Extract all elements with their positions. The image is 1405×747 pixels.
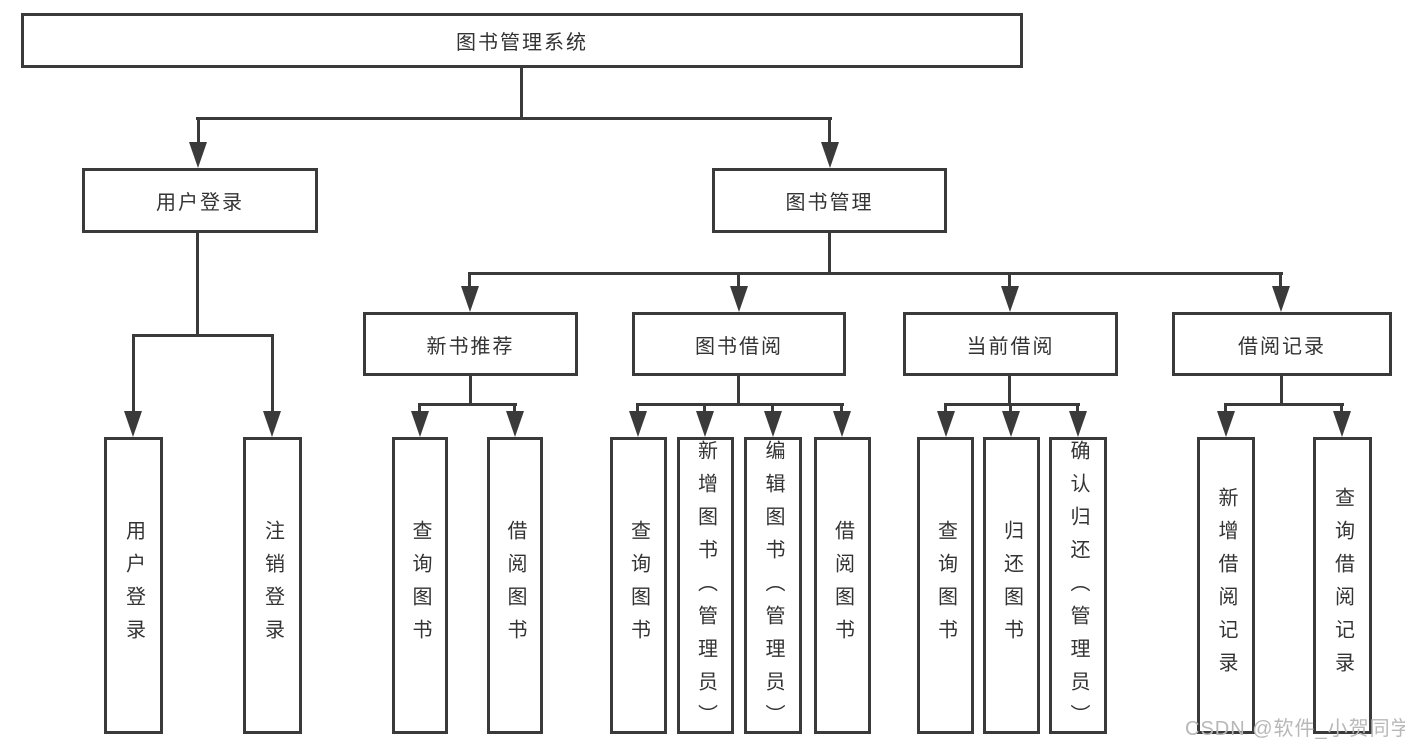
node-book-management: 图书管理 xyxy=(712,168,947,233)
connector-leaf xyxy=(840,403,843,415)
arrow-down-icon xyxy=(1217,411,1235,437)
connector-records-branch xyxy=(1225,403,1344,406)
leaf-add-borrow-record: 新增借阅记录 xyxy=(1197,437,1255,734)
connector-leaf xyxy=(418,403,421,415)
arrow-down-icon xyxy=(833,411,851,437)
connector-book-management-branch xyxy=(469,272,1283,275)
leaf-query-borrow-record: 查询借阅记录 xyxy=(1313,437,1372,734)
arrow-down-icon xyxy=(764,411,782,437)
leaf-label: 用户登录 xyxy=(122,519,145,652)
connector-leaf xyxy=(703,403,706,415)
leaf-return-books: 归还图书 xyxy=(983,437,1040,734)
leaf-logout: 注销登录 xyxy=(243,437,302,734)
arrow-down-icon xyxy=(1069,411,1087,437)
connector-leaf xyxy=(944,403,947,415)
connector-root-branch xyxy=(196,117,832,120)
leaf-label: 编辑图书（管理员） xyxy=(762,440,784,737)
arrow-down-icon xyxy=(506,411,524,437)
connector-leaf xyxy=(1076,403,1079,415)
connector-book-borrow-stub xyxy=(737,376,740,406)
connector-to-book-borrow xyxy=(737,272,740,292)
connector-leaf xyxy=(1224,403,1227,415)
connector-leaf xyxy=(1009,403,1012,415)
connector-current-borrow-branch xyxy=(945,403,1080,406)
connector-to-user-login xyxy=(197,117,200,147)
node-new-book-recommend: 新书推荐 xyxy=(363,312,578,376)
leaf-label: 查询图书 xyxy=(934,519,957,652)
arrow-down-icon xyxy=(730,286,748,312)
connector-records-stub xyxy=(1280,376,1283,406)
connector-to-book-management xyxy=(828,117,831,147)
arrow-down-icon xyxy=(821,142,839,168)
connector-book-borrow-branch xyxy=(637,403,844,406)
arrow-down-icon xyxy=(263,411,281,437)
connector-new-book-branch xyxy=(419,403,517,406)
arrow-down-icon xyxy=(189,142,207,168)
arrow-down-icon xyxy=(937,411,955,437)
leaf-user-login: 用户登录 xyxy=(104,437,163,734)
connector-leaf xyxy=(636,403,639,415)
leaf-confirm-return-admin: 确认归还（管理员） xyxy=(1049,437,1107,737)
leaf-current-query-books: 查询图书 xyxy=(917,437,974,734)
leaf-borrow-query-books: 查询图书 xyxy=(610,437,667,734)
connector-leaf xyxy=(771,403,774,415)
leaf-recommend-borrow-books: 借阅图书 xyxy=(487,437,543,734)
arrow-down-icon xyxy=(411,411,429,437)
leaf-label: 查询借阅记录 xyxy=(1331,486,1354,685)
leaf-label: 注销登录 xyxy=(261,519,284,652)
node-user-login: 用户登录 xyxy=(82,168,318,233)
connector-user-login-stub xyxy=(196,233,199,337)
connector-to-current-borrow xyxy=(1008,272,1011,292)
node-current-borrow: 当前借阅 xyxy=(903,312,1118,376)
connector-book-management-stub xyxy=(828,233,831,275)
leaf-label: 归还图书 xyxy=(1000,519,1023,652)
connector-to-leaf-user-login xyxy=(132,334,135,414)
connector-to-records xyxy=(1279,272,1282,292)
connector-to-new-book xyxy=(468,272,471,292)
leaf-add-books-admin: 新增图书（管理员） xyxy=(677,437,734,737)
node-borrow-records: 借阅记录 xyxy=(1172,312,1392,376)
arrow-down-icon xyxy=(1333,411,1351,437)
leaf-label: 查询图书 xyxy=(409,519,431,652)
node-library-management-system: 图书管理系统 xyxy=(21,13,1023,68)
connector-new-book-stub xyxy=(469,376,472,406)
arrow-down-icon xyxy=(461,286,479,312)
connector-root-stub xyxy=(520,68,523,118)
leaf-label: 新增借阅记录 xyxy=(1215,486,1237,685)
leaf-label: 确认归还（管理员） xyxy=(1067,440,1089,737)
connector-to-leaf-logout xyxy=(271,334,274,414)
leaf-label: 借阅图书 xyxy=(504,519,526,652)
arrow-down-icon xyxy=(1272,286,1290,312)
arrow-down-icon xyxy=(1002,411,1020,437)
leaf-label: 借阅图书 xyxy=(831,519,854,652)
leaf-label: 查询图书 xyxy=(627,519,650,652)
connector-leaf xyxy=(513,403,516,415)
leaf-label: 新增图书（管理员） xyxy=(694,440,717,737)
leaf-recommend-query-books: 查询图书 xyxy=(392,437,448,734)
arrow-down-icon xyxy=(1001,286,1019,312)
connector-user-login-branch xyxy=(132,334,274,337)
arrow-down-icon xyxy=(696,411,714,437)
leaf-edit-books-admin: 编辑图书（管理员） xyxy=(744,437,802,737)
connector-current-borrow-stub xyxy=(1008,376,1011,406)
arrow-down-icon xyxy=(124,411,142,437)
leaf-borrow-books: 借阅图书 xyxy=(814,437,871,734)
arrow-down-icon xyxy=(629,411,647,437)
connector-leaf xyxy=(1340,403,1343,415)
node-book-borrow: 图书借阅 xyxy=(632,312,846,376)
csdn-watermark: CSDN @软件_小贺同学 xyxy=(1185,718,1405,740)
